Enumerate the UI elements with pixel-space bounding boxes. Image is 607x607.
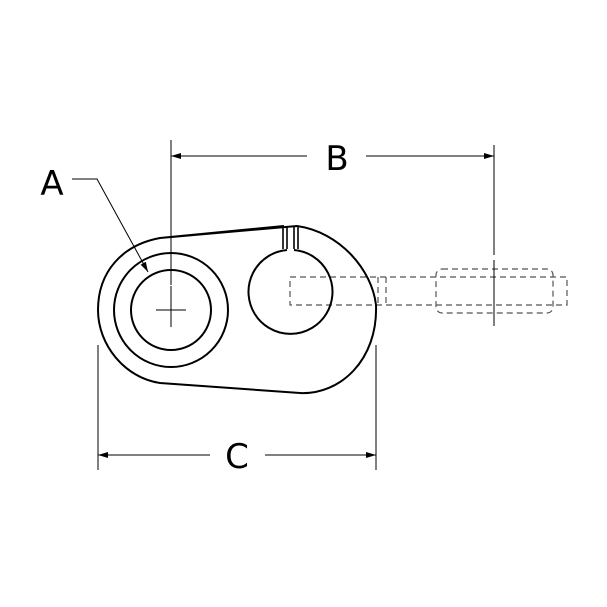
- label-a: A: [40, 164, 63, 204]
- label-c: C: [225, 437, 249, 477]
- leader-a: [72, 178, 149, 273]
- hidden-shaft-body: [289, 276, 568, 306]
- dimension-b: [170, 140, 495, 326]
- label-b: B: [325, 139, 348, 179]
- center-mark: [156, 286, 186, 327]
- dimension-c: [97, 345, 377, 470]
- split-bore: [247, 249, 334, 335]
- split-slot: [282, 226, 299, 249]
- link-body-outline: [96, 224, 378, 395]
